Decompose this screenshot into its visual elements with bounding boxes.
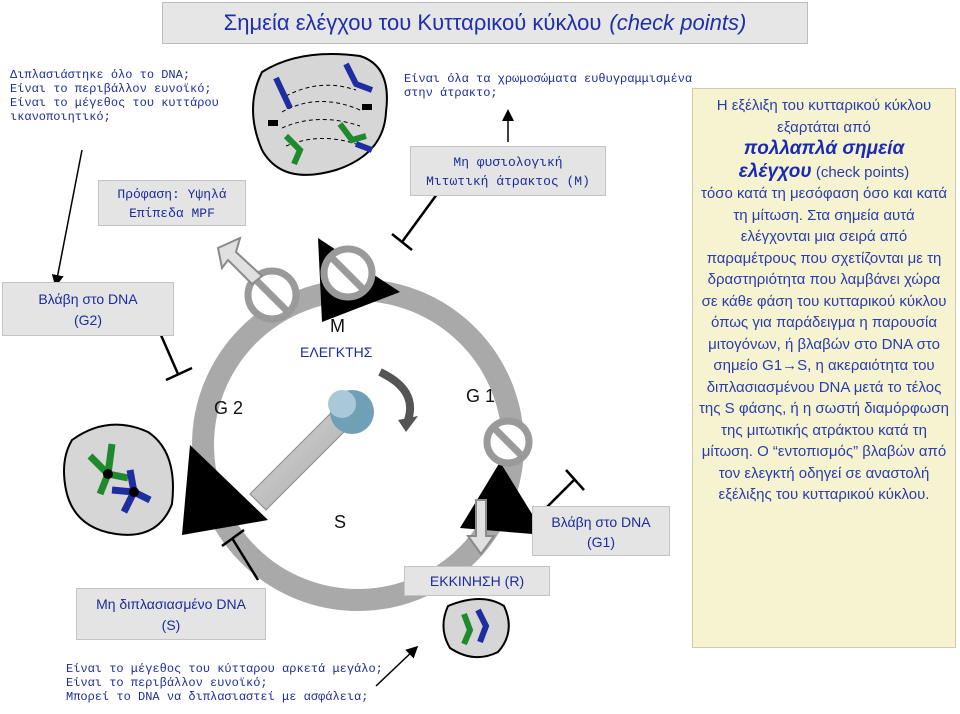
not-duplicated-box: Μη διπλασιασμένο DNA (S) bbox=[76, 588, 266, 640]
info-panel: Η εξέλιξη του κυτταρικού κύκλου εξαρτάτα… bbox=[692, 88, 956, 648]
g1-cell-illustration bbox=[443, 599, 508, 657]
inhibit-line-top bbox=[392, 190, 440, 250]
phase-label-g2: G 2 bbox=[214, 398, 243, 419]
dna-damage-line: Βλάβη στο DNA bbox=[533, 512, 669, 532]
start-box: ΕΚΚΙΝΗΣΗ (R) bbox=[404, 566, 550, 596]
info-intro: Η εξέλιξη του κυτταρικού κύκλου εξαρτάτα… bbox=[693, 95, 955, 138]
mpf-line: Επίπεδα MPF bbox=[99, 204, 245, 223]
question-line: Είναι το περιβάλλον ευνοϊκό; bbox=[66, 676, 406, 690]
g2-cell-illustration bbox=[64, 425, 173, 535]
question-line: Είναι το μέγεθος του κύτταρου αρκετά μεγ… bbox=[66, 662, 406, 676]
info-body: τόσο κατά τη μεσόφαση όσο και κατά τη μί… bbox=[693, 183, 955, 506]
controller-knob bbox=[250, 372, 418, 510]
not-duplicated-line: (S) bbox=[77, 615, 265, 636]
prohibit-icon bbox=[487, 421, 529, 463]
dna-damage-line: Βλάβη στο DNA bbox=[3, 289, 173, 310]
info-emphasis: ελέγχου bbox=[739, 161, 812, 182]
phase-label-s: S bbox=[334, 512, 346, 533]
not-duplicated-line: Μη διπλασιασμένο DNA bbox=[77, 594, 265, 615]
dna-damage-g1-box: Βλάβη στο DNA (G1) bbox=[532, 506, 670, 556]
mpf-line: Πρόφαση: Υψηλά bbox=[99, 185, 245, 204]
cycle-ring bbox=[203, 290, 513, 600]
info-emphasis: πολλαπλά σημεία bbox=[744, 138, 905, 159]
phase-label-m: M bbox=[330, 316, 345, 337]
spindle-box: Μη φυσιολογική Μιτωτική άτρακτος (Μ) bbox=[410, 146, 606, 196]
inhibit-line-right bbox=[544, 470, 584, 510]
phase-label-g1: G 1 bbox=[466, 386, 495, 407]
exit-arrow-up bbox=[218, 238, 262, 284]
dna-damage-line: (G1) bbox=[533, 532, 669, 552]
mpf-box: Πρόφαση: Υψηλά Επίπεδα MPF bbox=[98, 180, 246, 226]
info-checkpoints: (check points) bbox=[816, 164, 909, 181]
spindle-line: Μιτωτική άτρακτος (Μ) bbox=[411, 172, 605, 191]
prohibit-icon bbox=[324, 249, 372, 297]
bottom-questions: Είναι το μέγεθος του κύτταρου αρκετά μεγ… bbox=[66, 662, 406, 704]
arrow-questions-to-dna bbox=[56, 150, 82, 284]
dna-damage-g2-box: Βλάβη στο DNA (G2) bbox=[2, 282, 174, 336]
spindle-line: Μη φυσιολογική bbox=[411, 153, 605, 172]
question-line: Μπορεί το DNA να διπλασιαστεί με ασφάλει… bbox=[66, 690, 406, 704]
controller-label: ΕΛΕΓΚΤΗΣ bbox=[300, 344, 372, 360]
mitotic-cell-illustration bbox=[253, 54, 387, 175]
dna-damage-line: (G2) bbox=[3, 310, 173, 331]
start-label: ΕΚΚΙΝΗΣΗ (R) bbox=[430, 573, 524, 589]
